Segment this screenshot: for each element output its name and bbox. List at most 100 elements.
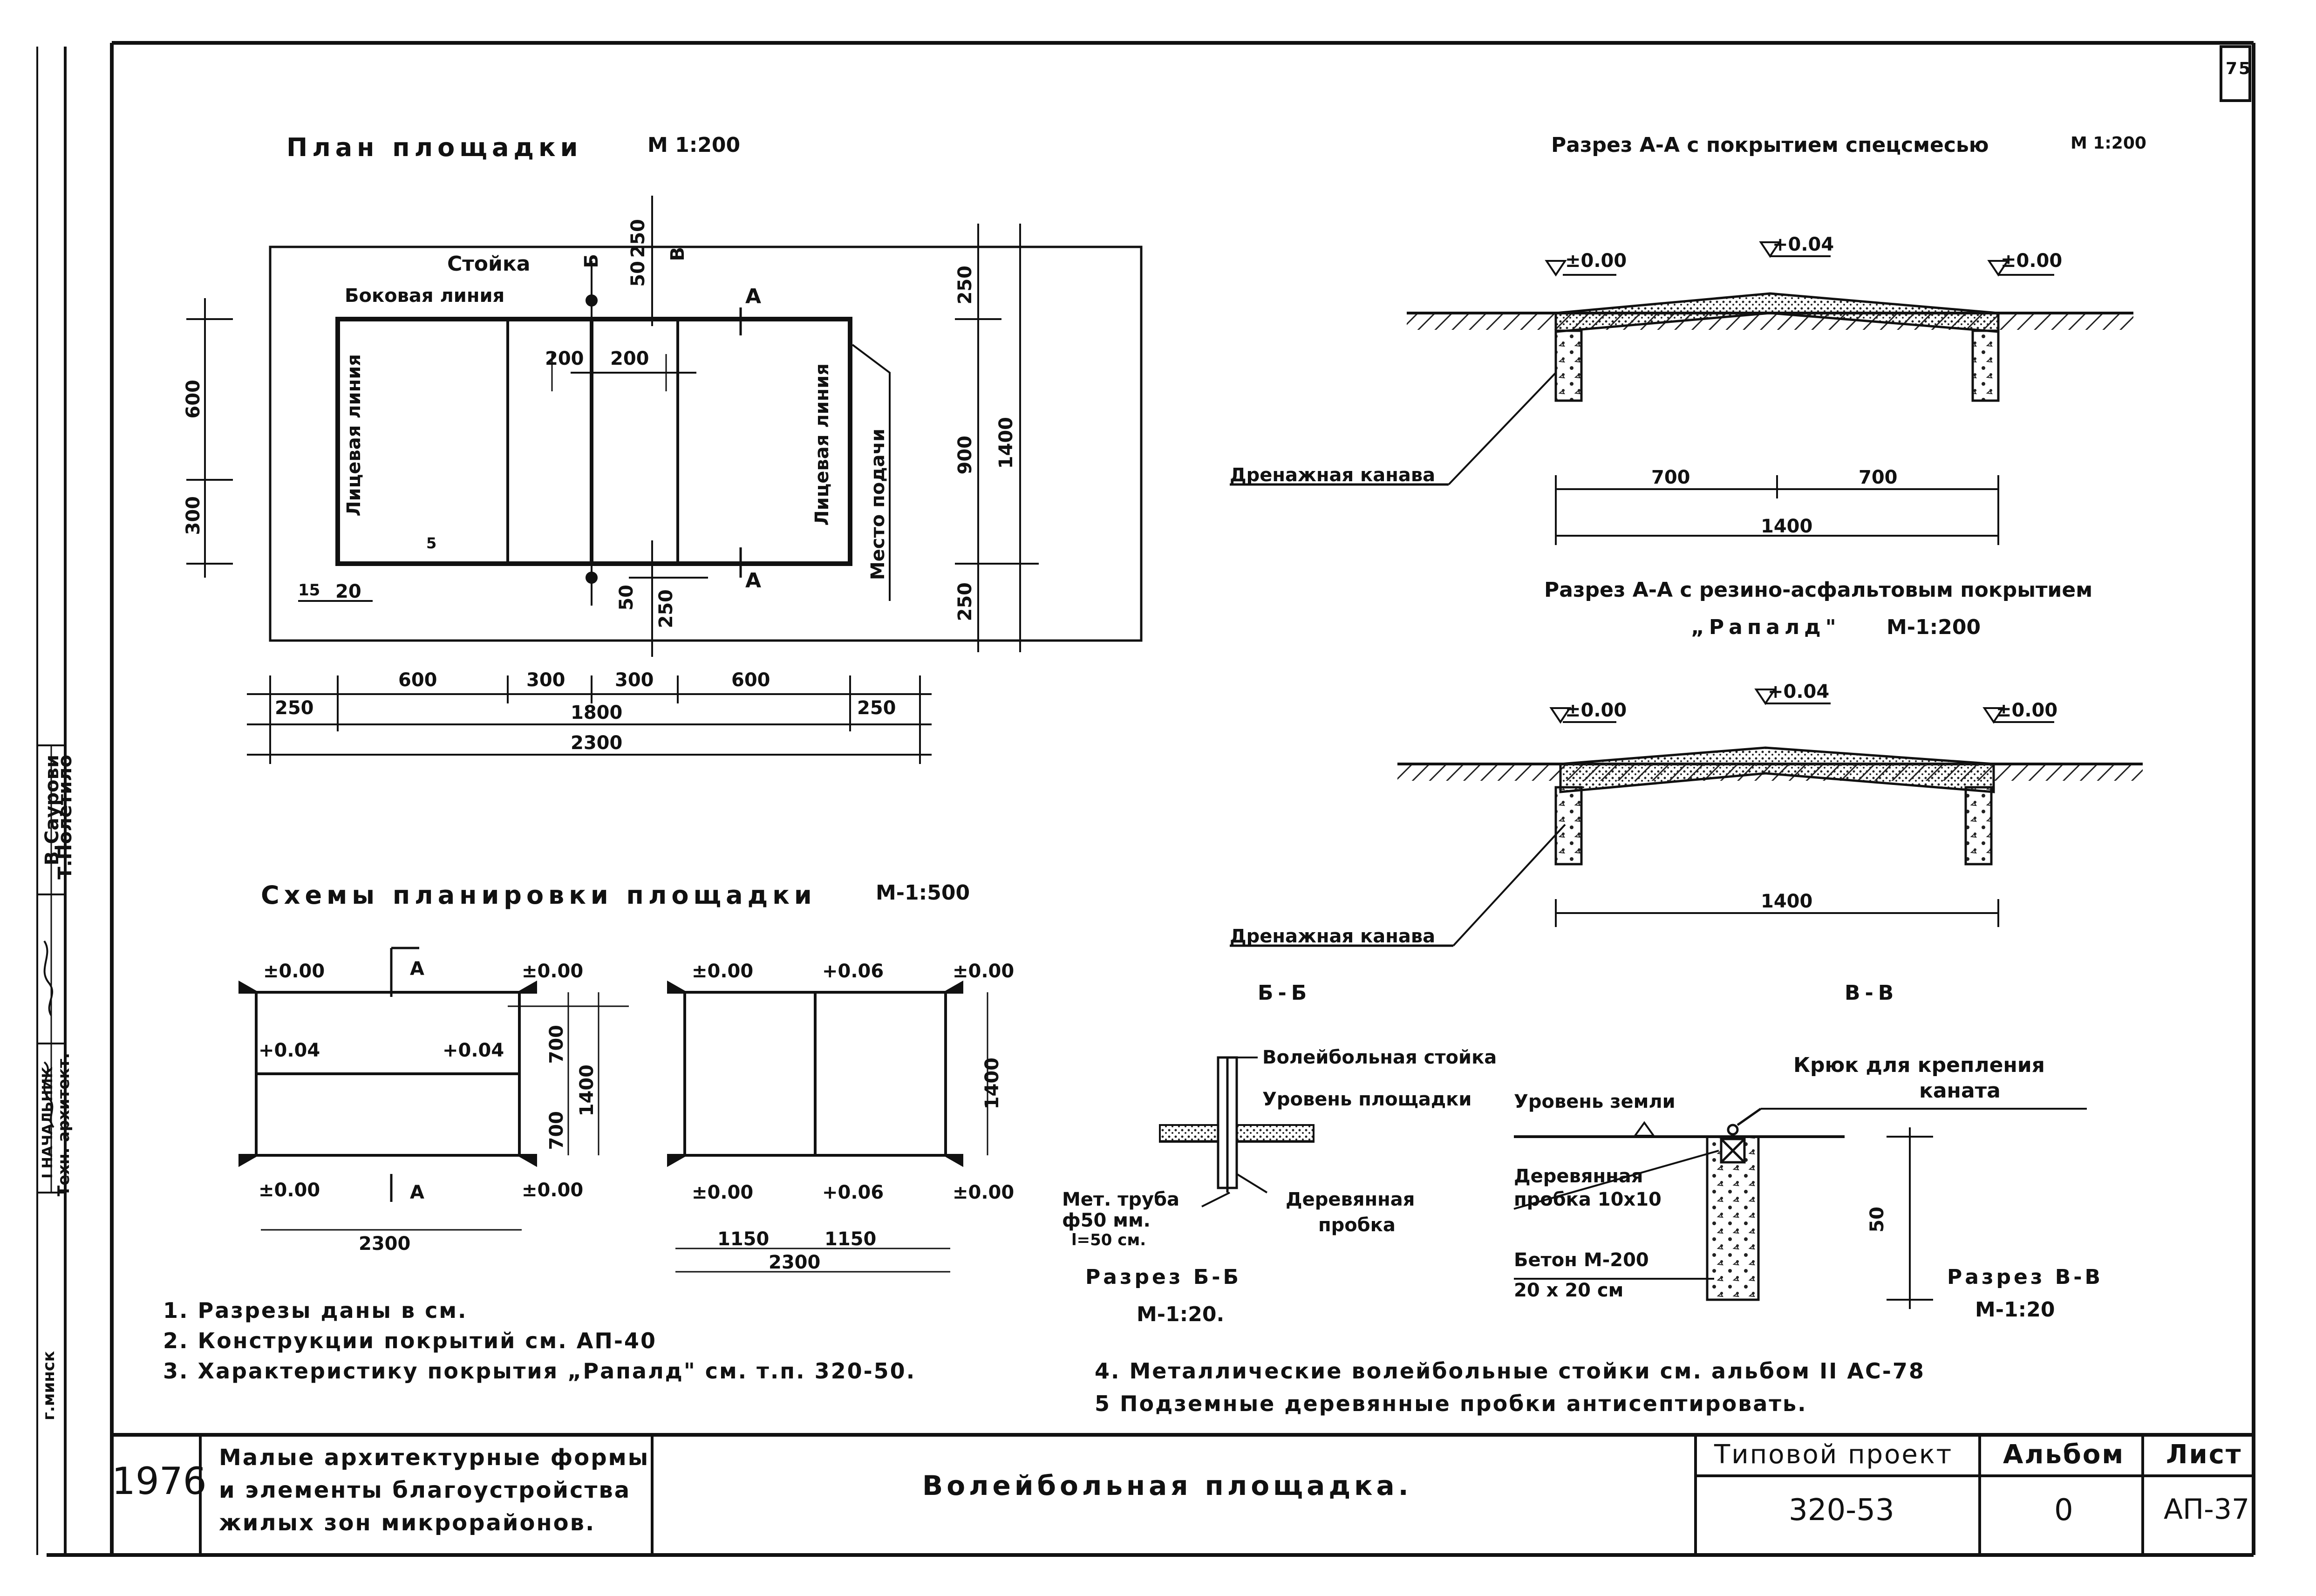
plan-dim-b300-right: 300 [615, 669, 654, 691]
section-vv-concrete-1: Бетон М-200 [1514, 1249, 1649, 1271]
scheme-left-700a: 700 [546, 1025, 567, 1064]
schemes-title: Схемы планировки площадки [261, 880, 817, 910]
section-aa-1-700b: 700 [1859, 467, 1898, 488]
section-aa-2-graphics [1230, 689, 2143, 947]
title-block-series-3: жилых зон микрорайонов. [219, 1510, 596, 1536]
scheme-right-tm: +0.06 [822, 961, 884, 982]
section-aa-1-1400: 1400 [1761, 516, 1813, 537]
section-aa-1-title: Разрез А-А с покрытием спецсмесью [1551, 133, 1989, 157]
section-aa-2-title: Разрез А-А с резино-асфальтовым покрытие… [1544, 578, 2093, 602]
note-4: 4. Металлические волейбольные стойки см.… [1095, 1358, 1925, 1384]
plan-dim-b250-left: 250 [275, 697, 314, 719]
section-vv-graphics [1513, 1107, 2087, 1309]
title-block-project-value: 320-53 [1789, 1493, 1894, 1528]
plan-dim-250-top: 250 [627, 219, 649, 258]
scheme-left-a-top: А [410, 958, 424, 980]
section-vv-caption: Разрез В-В [1947, 1265, 2104, 1289]
plan-side-line-label: Боковая линия [345, 285, 505, 307]
stamp-role-top: I НАЧАЛЬНИК [40, 1067, 56, 1179]
scheme-left-tl: ±0.00 [263, 961, 325, 982]
scheme-left-ml: +0.04 [259, 1040, 320, 1061]
corner-sheet-number: 75 [2226, 59, 2252, 78]
scheme-left-700b: 700 [546, 1111, 567, 1150]
plan-dim-50-top: 50 [627, 261, 649, 287]
note-5: 5 Подземные деревянные пробки антисептир… [1095, 1391, 1807, 1416]
note-2: 2. Конструкции покрытий см. АП-40 [163, 1328, 657, 1353]
plan-scale: М 1:200 [647, 133, 741, 157]
plan-section-b: Б [581, 254, 602, 268]
scheme-left-br: ±0.00 [522, 1180, 584, 1201]
plan-dim-200-right: 200 [610, 348, 649, 369]
scheme-left-mr: +0.04 [443, 1040, 504, 1061]
section-bb-pipe-2: ф50 мм. [1062, 1210, 1151, 1231]
stamp-role: Техн. архитект. [54, 1053, 73, 1196]
section-bb-pipe-1: Мет. труба [1062, 1189, 1180, 1210]
plan-dim-20: 20 [335, 581, 361, 602]
stamp-author-2: Т.Полетило [54, 755, 76, 880]
section-bb-plug-2: пробка [1318, 1214, 1396, 1236]
title-block-project-label: Типовой проект [1714, 1439, 1953, 1470]
plan-dim-b1800: 1800 [571, 702, 623, 723]
section-aa-2-1400: 1400 [1761, 891, 1813, 912]
section-aa-2-scale: М-1:200 [1887, 615, 1981, 639]
section-bb-level-label: Уровень площадки [1262, 1089, 1472, 1110]
title-block-name: Волейбольная площадка. [922, 1470, 1412, 1501]
section-aa-2-ditch: Дренажная канава [1230, 926, 1436, 947]
plan-dim-b600-left: 600 [398, 669, 437, 691]
plan-dim-b2300: 2300 [571, 732, 623, 754]
title-block-sheet-label: Лист [2166, 1439, 2242, 1470]
plan-section-a-top: А [745, 285, 762, 308]
plan-dim-r250-top: 250 [954, 266, 976, 305]
plan-face-line-right: Лицевая линия [811, 363, 833, 526]
scheme-right-tl: ±0.00 [692, 961, 754, 982]
scheme-right-1400: 1400 [981, 1057, 1003, 1110]
scheme-right-tr: ±0.00 [953, 961, 1015, 982]
scheme-right-1150b: 1150 [824, 1228, 877, 1250]
section-aa-2-title2: „Рапалд" [1691, 615, 1841, 639]
plan-dim-r900: 900 [954, 436, 976, 475]
plan-dim-300: 300 [183, 496, 204, 535]
section-vv-hook-1: Крюк для крепления [1793, 1053, 2045, 1077]
section-aa-1-lvl-m: +0.04 [1772, 234, 1834, 255]
title-block-year: 1976 [112, 1460, 207, 1503]
schemes-scale: М-1:500 [876, 881, 970, 905]
title-block-series-1: Малые архитектурные формы [219, 1445, 650, 1471]
plan-face-line-left: Лицевая линия [343, 354, 365, 517]
plan-section-a-bot: А [745, 569, 762, 593]
plan-serve-place: Место подачи [867, 429, 889, 580]
scheme-left-1400: 1400 [576, 1064, 598, 1117]
section-aa-1-ditch: Дренажная канава [1230, 464, 1436, 486]
scheme-right-1150a: 1150 [717, 1228, 770, 1250]
plan-dim-b600-right: 600 [731, 669, 770, 691]
section-vv-concrete-2: 20 х 20 см [1514, 1280, 1624, 1301]
section-aa-1-scale: М 1:200 [2071, 134, 2146, 153]
section-vv-ground: Уровень земли [1514, 1091, 1676, 1112]
note-3: 3. Характеристику покрытия „Рапалд" см. … [163, 1358, 916, 1384]
sheet-frame [36, 41, 2255, 1557]
section-vv-plug-1: Деревянная [1514, 1166, 1643, 1187]
section-aa-2-lvl-m: +0.04 [1768, 681, 1830, 703]
section-bb-caption: Разрез Б-Б [1085, 1265, 1242, 1289]
scheme-right-br: ±0.00 [953, 1182, 1015, 1203]
plan-post-label: Стойка [447, 252, 531, 276]
section-aa-2-lvl-r: ±0.00 [1996, 700, 2058, 721]
plan-dim-r1400: 1400 [995, 417, 1017, 469]
scheme-left-2300: 2300 [359, 1233, 411, 1255]
plan-court [269, 196, 1143, 657]
plan-dim-600: 600 [183, 380, 204, 419]
title-block-album-value: 0 [2054, 1493, 2073, 1528]
plan-dim-200-left: 200 [545, 348, 584, 369]
section-vv-heading: В-В [1845, 981, 1899, 1005]
section-vv-plug-2: пробка 10х10 [1514, 1189, 1662, 1210]
section-bb-post-label: Волейбольная стойка [1262, 1047, 1497, 1068]
section-bb-scale: М-1:20. [1137, 1303, 1225, 1326]
section-aa-1-graphics [1230, 241, 2133, 545]
scheme-right-bl: ±0.00 [692, 1182, 754, 1203]
plan-dim-b300-left: 300 [526, 669, 565, 691]
section-aa-1-700a: 700 [1651, 467, 1690, 488]
plan-dim-r250-bot: 250 [954, 582, 976, 621]
scheme-right-2300: 2300 [769, 1252, 821, 1273]
title-block-series-2: и элементы благоустройства [219, 1477, 631, 1503]
section-bb-plug-1: Деревянная [1286, 1189, 1415, 1210]
